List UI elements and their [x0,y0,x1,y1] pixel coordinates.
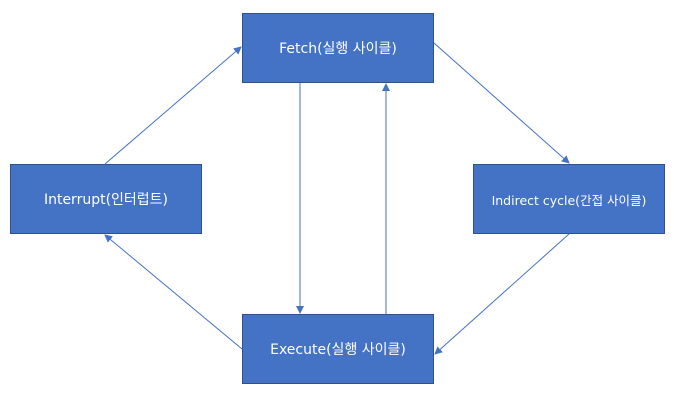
execute-cycle-node: Execute(실행 사이클) [242,314,434,384]
arrow-interrupt-to-fetch [104,46,242,165]
arrow-fetch-to-indirect [433,42,570,164]
fetch-cycle-label: Fetch(실행 사이클) [279,41,397,57]
indirect-cycle-label: Indirect cycle(간접 사이클) [491,192,647,208]
execute-cycle-label: Execute(실행 사이클) [270,342,406,358]
edge-group [104,42,570,355]
indirect-cycle-node: Indirect cycle(간접 사이클) [473,164,665,234]
fetch-cycle-node: Fetch(실행 사이클) [242,13,434,83]
arrow-execute-to-interrupt [104,234,243,350]
interrupt-cycle-label: Interrupt(인터럽트) [43,192,169,208]
interrupt-cycle-node: Interrupt(인터럽트) [10,164,202,234]
arrow-indirect-to-execute [434,233,570,355]
